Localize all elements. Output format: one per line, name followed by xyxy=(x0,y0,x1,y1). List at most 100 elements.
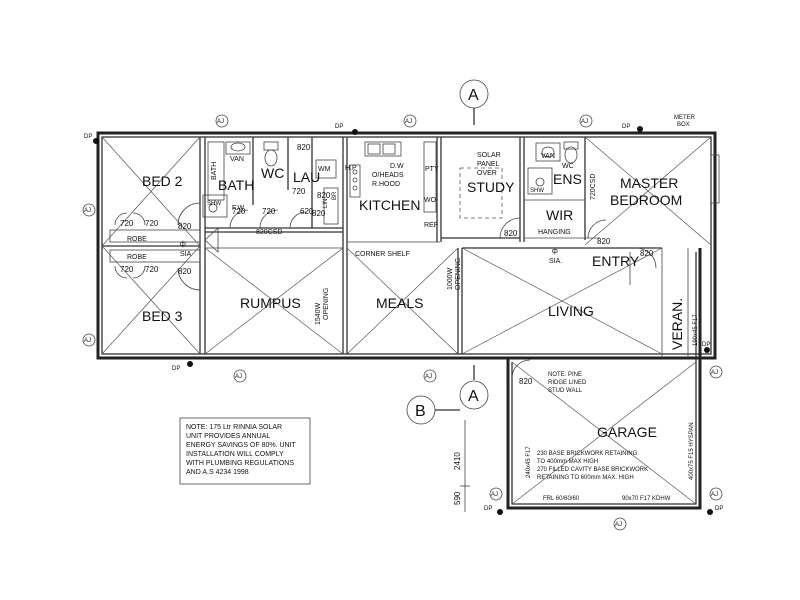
solar-note-box: NOTE: 175 Ltr RINNIA SOLAR UNIT PROVIDES… xyxy=(179,417,311,485)
label-opening1a: 1540W xyxy=(315,302,322,325)
svg-text:720: 720 xyxy=(232,207,246,216)
doors xyxy=(114,202,657,379)
svg-text:590: 590 xyxy=(453,491,462,505)
svg-text:AJ: AJ xyxy=(84,338,91,344)
room-wir: WIR xyxy=(546,207,573,223)
label-shw: SHW xyxy=(207,201,221,207)
svg-text:AJ: AJ xyxy=(711,370,718,376)
room-wc: WC xyxy=(261,165,284,181)
svg-text:720: 720 xyxy=(120,219,134,228)
svg-text:AJ: AJ xyxy=(84,208,91,214)
svg-text:DP: DP xyxy=(622,124,630,130)
interior-walls xyxy=(102,137,662,354)
svg-text:AJ: AJ xyxy=(217,119,224,125)
section-a-top: A xyxy=(468,87,479,104)
svg-text:620: 620 xyxy=(300,207,314,216)
svg-text:270 FILLED CAVITY BASE BRICKWO: 270 FILLED CAVITY BASE BRICKWORK xyxy=(537,467,648,473)
label-robe2: ROBE xyxy=(127,254,147,261)
svg-text:820: 820 xyxy=(504,229,518,238)
fixture-labels: VAN BATH SHW WM LIN BR H.P D.W O/HEADS R… xyxy=(127,115,696,325)
svg-text:400x75 F15 HYSPAN: 400x75 F15 HYSPAN xyxy=(689,422,695,480)
label-hp: H.P xyxy=(345,165,357,172)
section-b: B xyxy=(415,403,426,420)
label-van2: VAN xyxy=(541,153,555,160)
room-rumpus: RUMPUS xyxy=(240,295,301,311)
svg-text:TO 400mm MAX HIGH: TO 400mm MAX HIGH xyxy=(537,459,598,465)
label-van: VAN xyxy=(230,156,244,163)
label-solar3: OVER xyxy=(477,170,497,177)
label-oheads: O/HEADS xyxy=(372,172,404,179)
svg-text:DP: DP xyxy=(702,342,710,348)
svg-text:AJ: AJ xyxy=(235,374,242,380)
room-master: MASTER xyxy=(620,175,678,191)
label-lin: LIN xyxy=(323,199,329,208)
svg-text:720: 720 xyxy=(120,265,134,274)
svg-text:230 BASE BRICKWORK RETAINING: 230 BASE BRICKWORK RETAINING xyxy=(537,451,638,457)
svg-text:820: 820 xyxy=(178,267,192,276)
label-bath-tub: BATH xyxy=(211,162,218,180)
svg-text:UNIT PROVIDES ANNUAL: UNIT PROVIDES ANNUAL xyxy=(186,433,270,440)
svg-text:820: 820 xyxy=(297,143,311,152)
label-pty: PTY xyxy=(425,166,439,173)
label-phi1: ф xyxy=(180,241,186,248)
svg-text:720: 720 xyxy=(292,187,306,196)
dp-markers: DP DP DP DP DP DP DP xyxy=(84,124,723,515)
svg-text:720: 720 xyxy=(262,207,276,216)
svg-text:820: 820 xyxy=(178,222,192,231)
dimension-labels: 720 720 720 720 720 720 720 820 820 820 … xyxy=(120,143,654,512)
label-br: BR xyxy=(332,191,338,200)
label-shw2: SHW xyxy=(530,188,544,194)
svg-text:AJ: AJ xyxy=(581,119,588,125)
label-meter1: METER xyxy=(674,115,696,121)
label-phi2: ф xyxy=(552,248,558,255)
room-bed2: BED 2 xyxy=(142,173,183,189)
room-labels: BED 2 BED 3 BATH WC LAU KITCHEN STUDY EN… xyxy=(142,165,685,440)
svg-text:820: 820 xyxy=(597,237,611,246)
svg-text:90x70 F17 KDHW: 90x70 F17 KDHW xyxy=(622,496,671,502)
label-fw: F.W xyxy=(232,205,244,212)
exterior-walls xyxy=(96,131,717,510)
diagonal-lines xyxy=(101,136,712,505)
label-solar2: PANEL xyxy=(477,161,500,168)
svg-text:WITH PLUMBING REGULATIONS: WITH PLUMBING REGULATIONS xyxy=(186,460,294,467)
svg-text:STUD WALL: STUD WALL xyxy=(548,388,583,394)
room-lau: LAU xyxy=(293,169,320,185)
svg-text:820: 820 xyxy=(317,191,331,200)
label-wm: WM xyxy=(318,166,331,173)
svg-text:820: 820 xyxy=(640,249,654,258)
svg-text:DP: DP xyxy=(484,506,492,512)
label-csd2: 720CSD xyxy=(590,174,597,200)
svg-text:INSTALLATION WILL COMPLY: INSTALLATION WILL COMPLY xyxy=(186,451,284,458)
svg-text:820: 820 xyxy=(519,377,533,386)
svg-text:RIDGE LINED: RIDGE LINED xyxy=(548,380,587,386)
svg-text:RETAINING TO 600mm MAX. HIGH: RETAINING TO 600mm MAX. HIGH xyxy=(537,475,634,481)
room-garage: GARAGE xyxy=(597,424,657,440)
svg-text:DP: DP xyxy=(84,134,92,140)
svg-text:720: 720 xyxy=(145,265,159,274)
label-hanging: HANGING xyxy=(538,229,571,236)
section-markers: A A B xyxy=(406,79,489,425)
structural-notes: NOTE: PINE RIDGE LINED STUD WALL 190x45 … xyxy=(526,314,699,502)
label-meter2: BOX xyxy=(677,122,690,128)
label-wo: WO xyxy=(424,197,437,204)
room-study: STUDY xyxy=(467,179,515,195)
label-corner-shelf: CORNER SHELF xyxy=(355,251,410,258)
svg-text:AND A.S 4234 1998: AND A.S 4234 1998 xyxy=(186,469,249,476)
label-ref: REF xyxy=(424,222,438,229)
room-entry: ENTRY xyxy=(592,253,640,269)
label-opening1b: OPENING xyxy=(323,288,330,320)
svg-text:190x45 F17: 190x45 F17 xyxy=(693,314,699,346)
svg-text:NOTE: 175 Ltr RINNIA SOLAR: NOTE: 175 Ltr RINNIA SOLAR xyxy=(186,424,282,431)
svg-text:ENERGY SAVINGS OF 80%. UNIT: ENERGY SAVINGS OF 80%. UNIT xyxy=(186,442,297,449)
room-ens: ENS xyxy=(553,171,582,187)
aj-markers: AJ AJ AJ AJ AJ AJ AJ AJ AJ AJ AJ xyxy=(82,114,723,531)
label-wc2: WC xyxy=(562,163,574,170)
svg-text:240x45 F17: 240x45 F17 xyxy=(526,446,532,478)
room-living: LIVING xyxy=(548,303,594,319)
svg-text:720: 720 xyxy=(145,219,159,228)
fixtures xyxy=(202,141,720,225)
label-sia1: SIA xyxy=(180,251,192,258)
label-dw: D.W xyxy=(390,163,404,170)
svg-text:2410: 2410 xyxy=(453,452,462,470)
room-veranda: VERAN. xyxy=(669,298,685,350)
